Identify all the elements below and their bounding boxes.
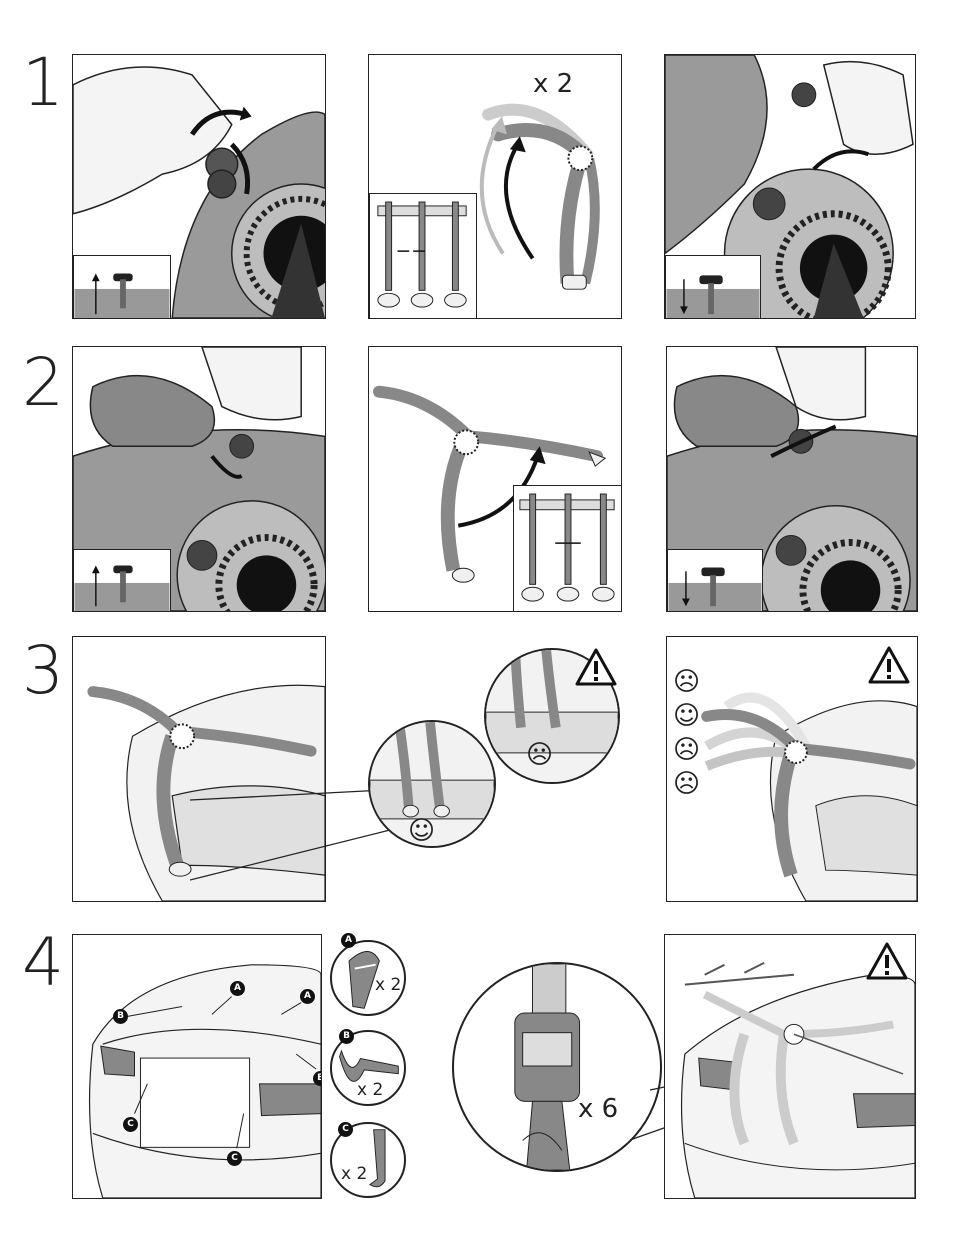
sad-face-icon: ☹: [673, 771, 700, 797]
arm-spacing-inset: [369, 193, 477, 319]
marker-c: C: [227, 1151, 242, 1166]
marker-b: B: [339, 1029, 354, 1044]
strap-multiplier: x 6: [578, 1094, 618, 1124]
clip-a-multiplier: x 2: [375, 975, 401, 995]
knob-down-inset: [665, 255, 761, 319]
step-number-2: 2: [22, 350, 64, 416]
clip-b-multiplier: x 2: [357, 1080, 383, 1100]
marker-a: A: [230, 981, 245, 996]
step3-angle-check-panel: ☹ ☺ ☹ ☹: [666, 636, 918, 902]
smiley-face-icon: ☺: [408, 818, 435, 844]
marker-b: B: [313, 1071, 322, 1086]
step2-tighten-knob-panel: [666, 346, 918, 612]
warning-triangle-icon: [574, 647, 618, 687]
sad-face-icon: ☹: [673, 737, 700, 763]
step2-rotate-arm-panel: [368, 346, 622, 612]
marker-a: A: [300, 989, 315, 1004]
marker-a: A: [341, 933, 356, 948]
knob-up-inset-2: [73, 549, 171, 612]
smiley-face-icon: ☺: [673, 703, 700, 729]
step1-loosen-knob-panel: [72, 54, 326, 319]
step2-loosen-knob-panel: [72, 346, 326, 612]
knob-down-inset-2: [667, 549, 763, 612]
multiplier-label: x 2: [533, 69, 573, 99]
clip-c-multiplier: x 2: [341, 1164, 367, 1184]
warning-triangle-icon: [865, 941, 909, 981]
step4-mounted-rack-panel: [664, 934, 916, 1199]
step-number-3: 3: [22, 638, 64, 704]
marker-c: C: [338, 1122, 353, 1137]
step1-tighten-knob-panel: [664, 54, 916, 319]
step-number-4: 4: [22, 930, 64, 996]
step1-rotate-arms-panel: x 2: [368, 54, 622, 319]
sad-face-icon: ☹: [526, 742, 553, 768]
sad-face-icon: ☹: [673, 669, 700, 695]
marker-b: B: [113, 1009, 128, 1024]
car-rear-attachment-points-illustration: [73, 935, 321, 1198]
step-number-1: 1: [22, 50, 64, 116]
marker-c: C: [123, 1117, 138, 1132]
arm-spacing-inset-2: [513, 485, 622, 612]
knob-up-inset: [73, 255, 171, 319]
warning-triangle-icon: [867, 645, 911, 685]
step4-strap-points-panel: A A B B C C: [72, 934, 322, 1199]
